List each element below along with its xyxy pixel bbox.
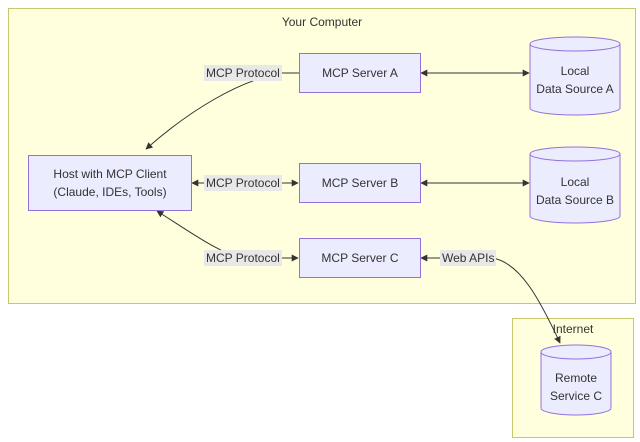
source-a-line2: Data Source A <box>536 82 614 96</box>
mcp-server-a-node: MCP Server A <box>299 53 421 93</box>
mcp-server-b-node: MCP Server B <box>299 163 421 203</box>
source-b-label: Local Data Source B <box>530 173 620 209</box>
cylinder-remote-c <box>540 344 612 416</box>
mcp-server-c-label: MCP Server C <box>321 251 399 265</box>
source-a-line1: Local <box>560 64 590 78</box>
cylinder-source-b <box>529 146 621 224</box>
edge-label-protocol-a: MCP Protocol <box>204 65 282 81</box>
mcp-server-c-node: MCP Server C <box>299 238 421 278</box>
host-label-line1: Host with MCP Client <box>53 167 167 181</box>
edge-label-protocol-c: MCP Protocol <box>204 250 282 266</box>
source-b-line2: Data Source B <box>535 193 615 207</box>
remote-c-line1: Remote <box>554 371 598 385</box>
cylinder-source-a <box>529 36 621 116</box>
remote-c-label: Remote Service C <box>541 369 611 405</box>
host-label-line2: (Claude, IDEs, Tools) <box>53 185 167 199</box>
host-node: Host with MCP Client (Claude, IDEs, Tool… <box>28 155 192 211</box>
mcp-server-b-label: MCP Server B <box>321 176 399 190</box>
edge-server-c-remote-c <box>421 258 560 343</box>
source-a-label: Local Data Source A <box>530 62 620 98</box>
your-computer-title: Your Computer <box>281 15 363 29</box>
remote-c-line2: Service C <box>549 389 602 403</box>
edge-label-protocol-b: MCP Protocol <box>204 175 282 191</box>
source-b-line1: Local <box>560 175 590 189</box>
edge-host-server-a <box>145 72 299 150</box>
edge-label-web-apis: Web APIs <box>440 250 497 266</box>
mcp-server-a-label: MCP Server A <box>322 66 398 80</box>
